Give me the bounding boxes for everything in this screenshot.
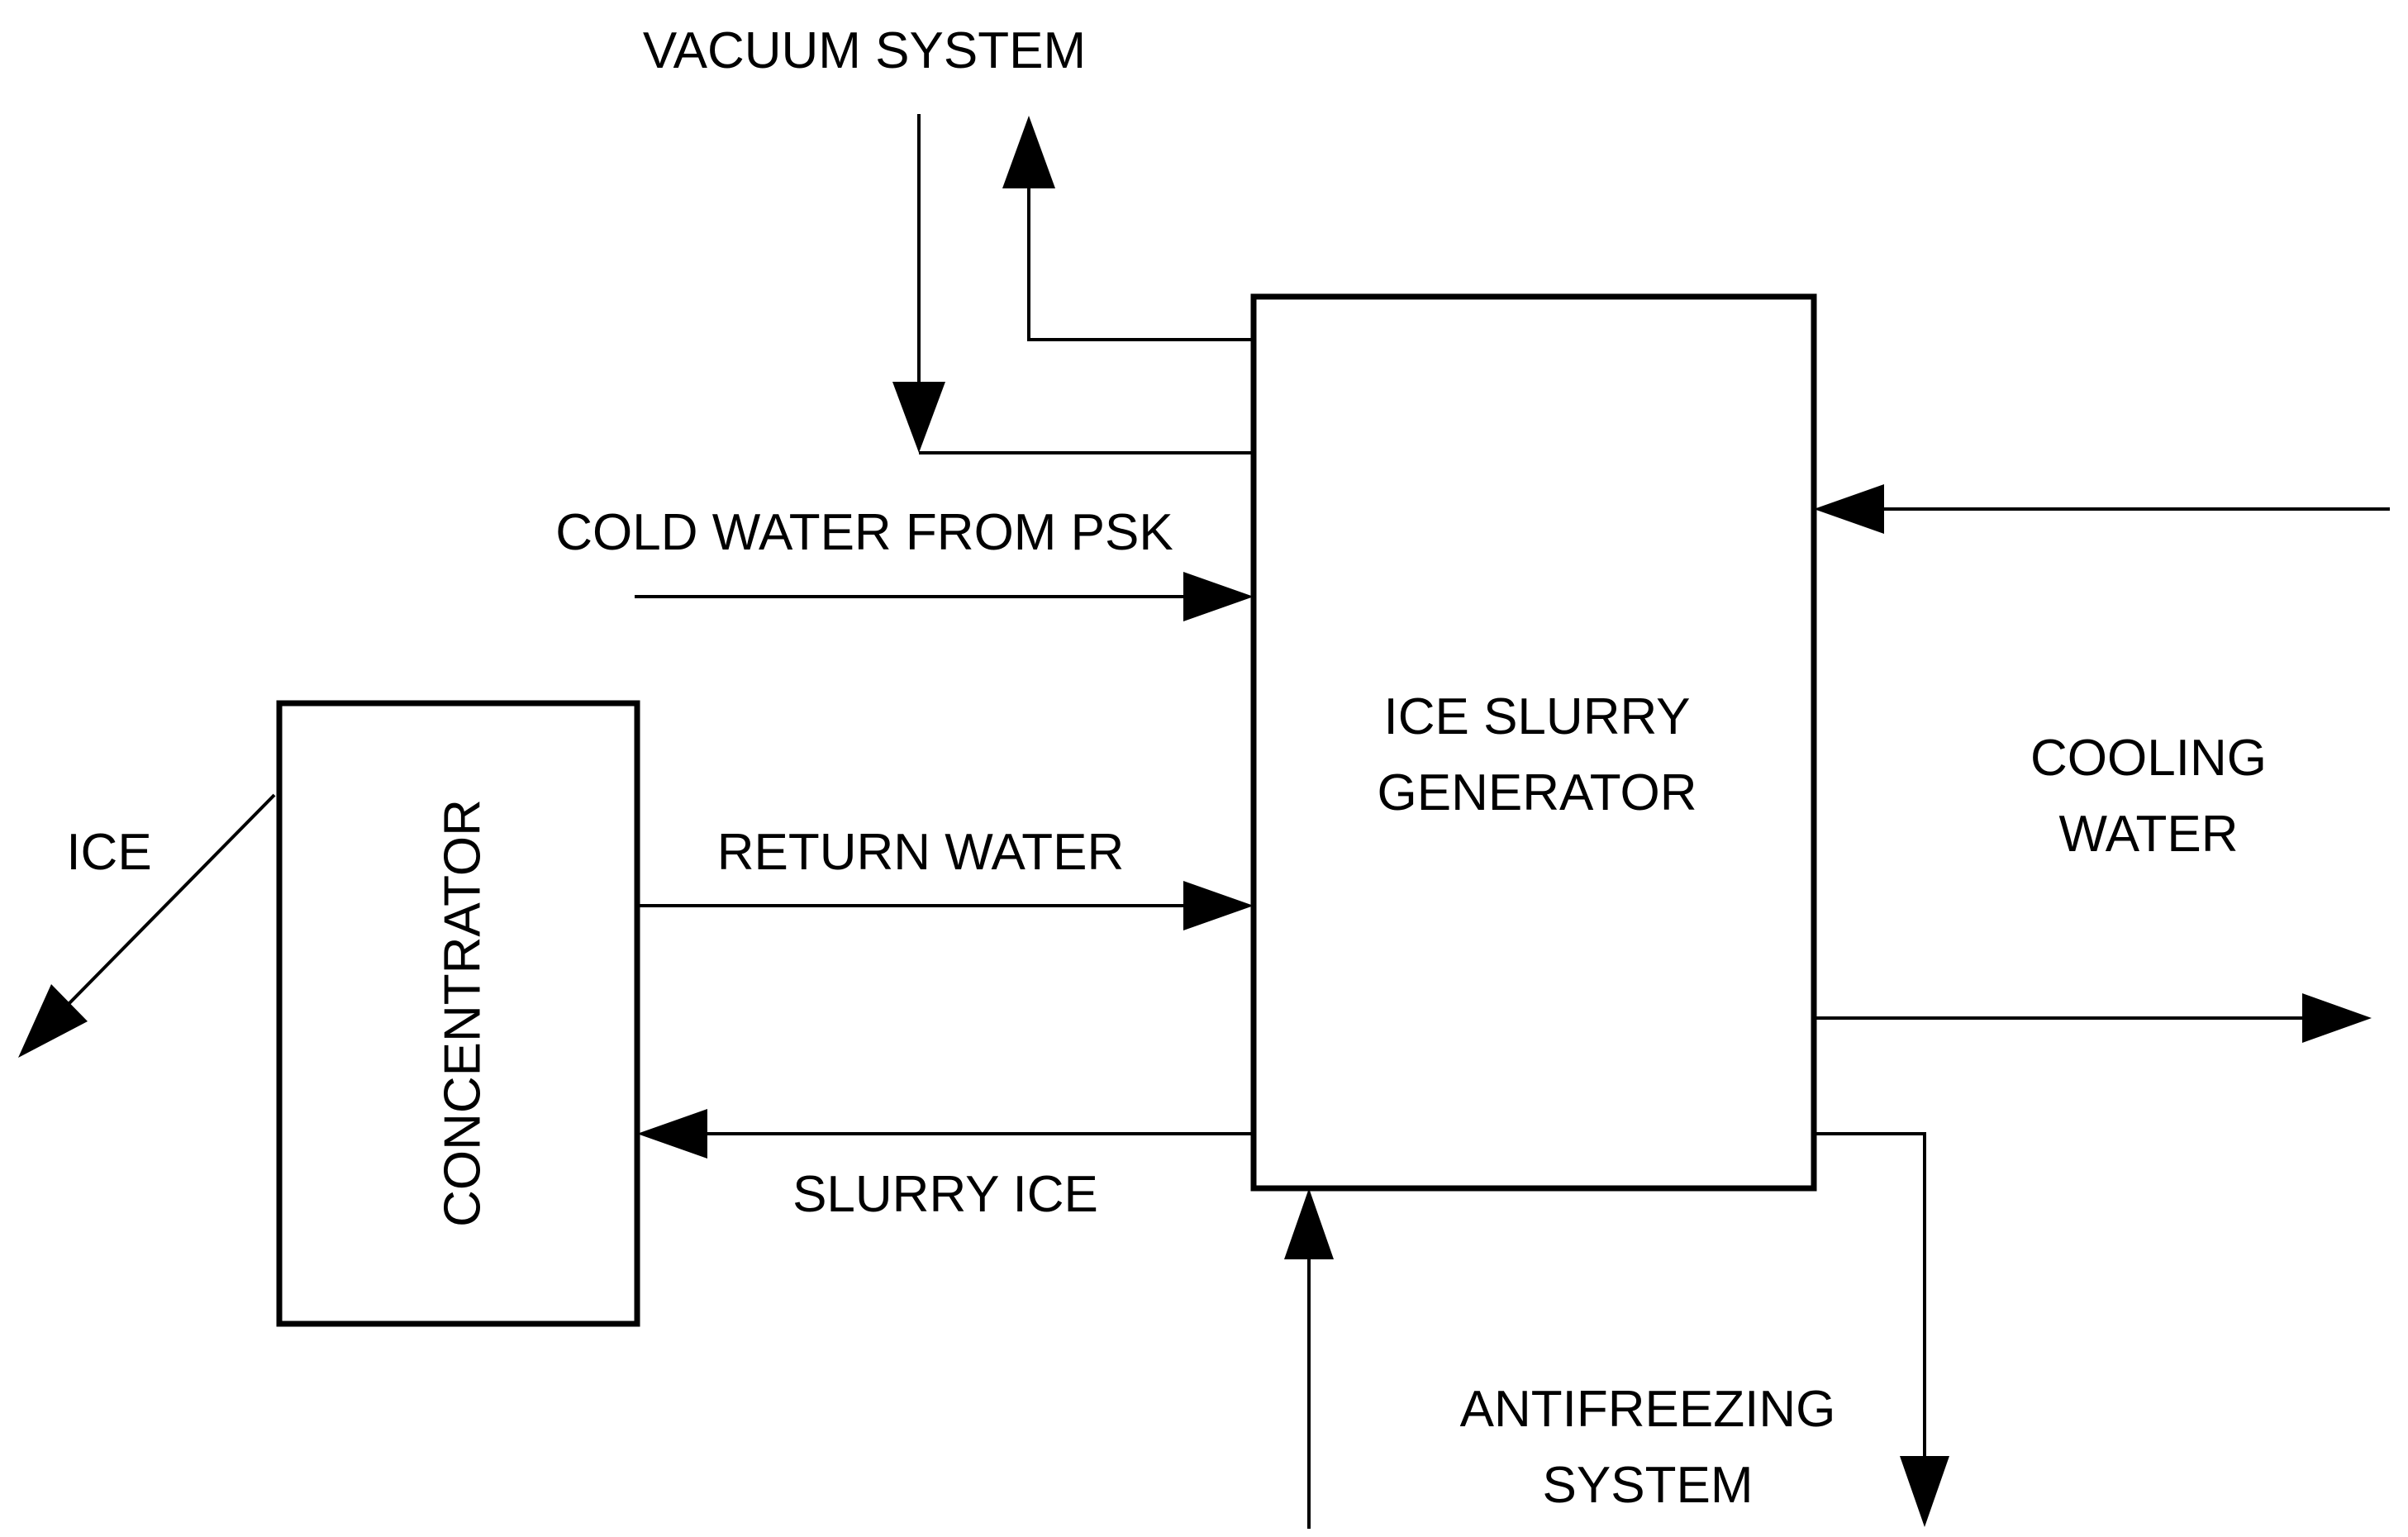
- ice-slurry-generator-label-line2: GENERATOR: [1378, 764, 1697, 821]
- return-water-arrowhead: [1183, 881, 1254, 930]
- antifreezing-system-flow: ANTIFREEZING SYSTEM: [1284, 1132, 1949, 1529]
- cooling-water-outflow-arrowhead: [2302, 993, 2372, 1043]
- ice-slurry-generator-box: [1250, 293, 1817, 1192]
- cold-water-arrowhead: [1183, 572, 1254, 621]
- return-water-label: RETURN WATER: [717, 824, 1125, 881]
- cooling-water-flow: COOLING WATER: [1814, 484, 2390, 1043]
- cold-water-label: COLD WATER FROM PSK: [555, 504, 1173, 561]
- cooling-water-label-line2: WATER: [2059, 806, 2239, 863]
- antifreezing-outflow-arrowhead: [1900, 1456, 1949, 1527]
- antifreezing-inflow-arrowhead: [1284, 1188, 1334, 1259]
- ice-line: [68, 793, 276, 1005]
- return-water-flow: RETURN WATER: [637, 824, 1254, 930]
- concentrator-label: CONCENTRATOR: [435, 799, 492, 1227]
- vacuum-outflow-arrowhead: [1002, 116, 1055, 188]
- vacuum-system-flow: VACUUM SYSTEM: [643, 22, 1254, 454]
- ice-slurry-generator-label-line1: ICE SLURRY: [1384, 688, 1691, 745]
- vacuum-inflow-arrowhead: [892, 382, 945, 453]
- slurry-ice-label: SLURRY ICE: [792, 1166, 1098, 1223]
- concentrator-node: CONCENTRATOR: [276, 700, 640, 1327]
- slurry-ice-arrowhead: [637, 1109, 707, 1159]
- vacuum-outflow-line: [1027, 188, 1254, 341]
- cold-water-flow: COLD WATER FROM PSK: [555, 504, 1254, 621]
- ice-arrowhead: [18, 984, 88, 1058]
- antifreezing-label-line1: ANTIFREEZING: [1460, 1381, 1836, 1438]
- cooling-water-inflow-arrowhead: [1814, 484, 1884, 534]
- ice-slurry-generator-node: ICE SLURRY GENERATOR: [1250, 293, 1817, 1192]
- ice-label: ICE: [66, 824, 151, 881]
- cooling-water-label-line1: COOLING: [2030, 730, 2267, 787]
- antifreezing-outflow-line: [1814, 1132, 1926, 1456]
- concentrator-box: [276, 700, 640, 1327]
- slurry-ice-flow: SLURRY ICE: [637, 1109, 1254, 1223]
- vacuum-system-label: VACUUM SYSTEM: [643, 22, 1086, 79]
- ice-output-flow: ICE: [18, 793, 276, 1058]
- antifreezing-label-line2: SYSTEM: [1543, 1457, 1754, 1514]
